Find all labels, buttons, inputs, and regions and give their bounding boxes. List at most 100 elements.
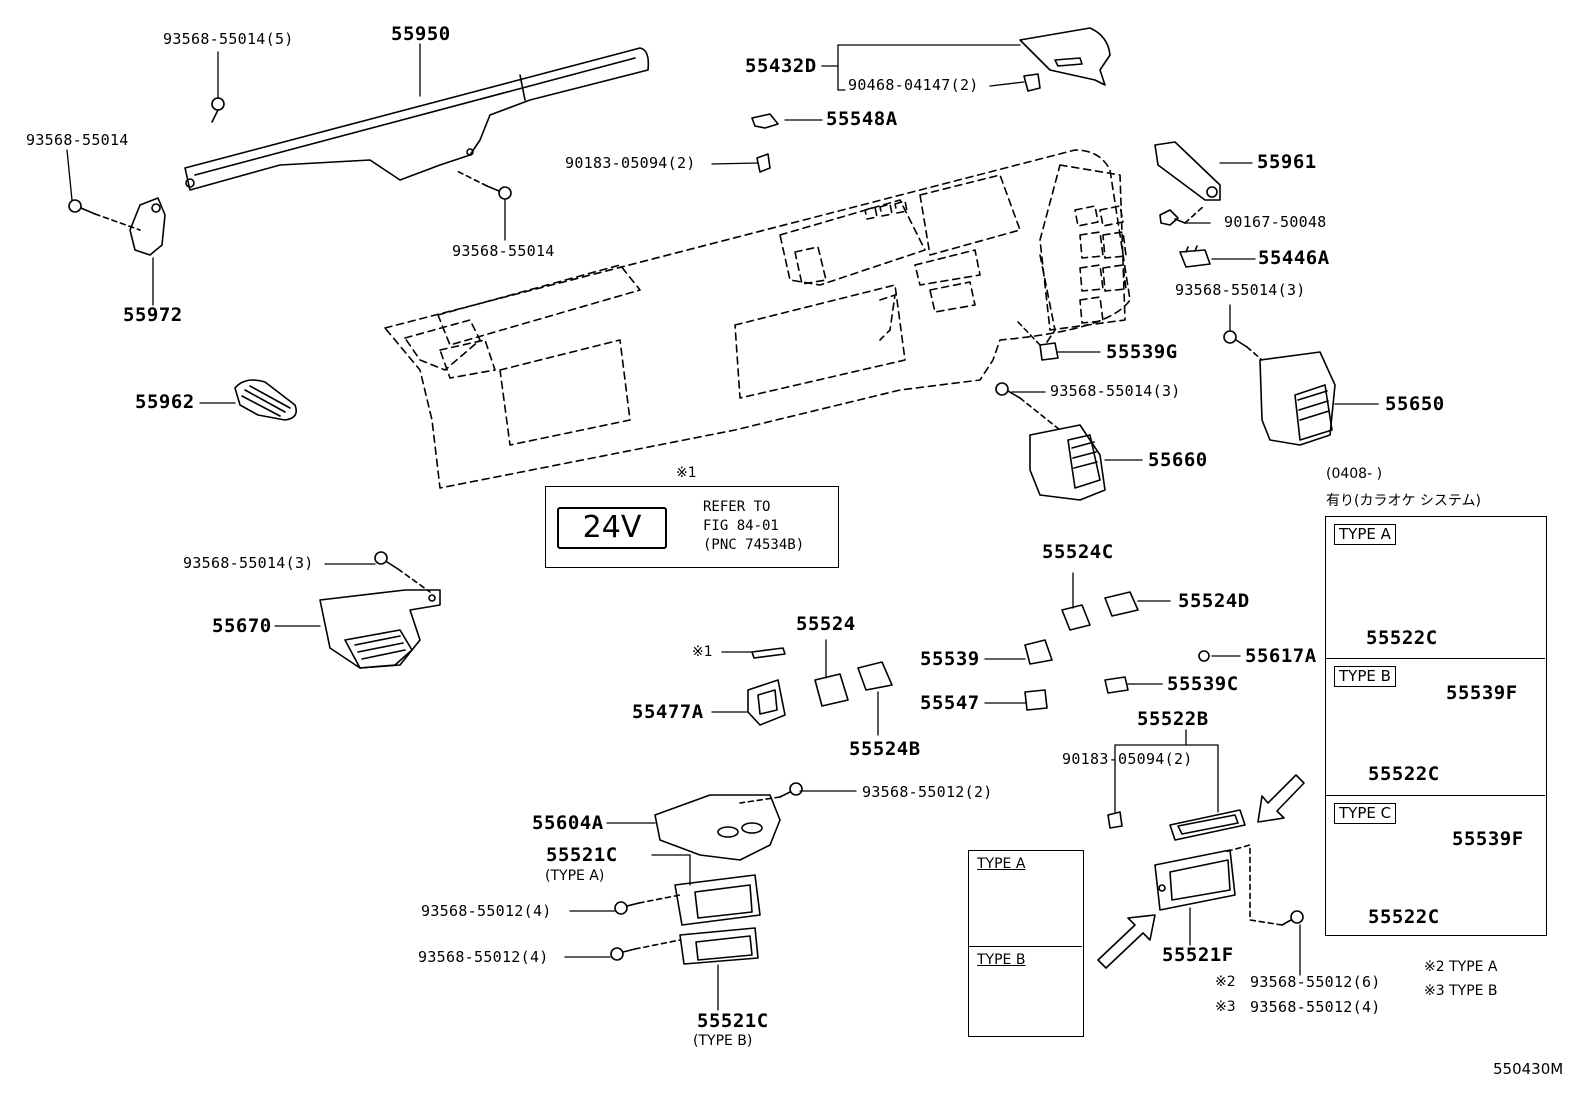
callout-55446A: 55446A xyxy=(1258,247,1330,269)
label-marker-part xyxy=(751,647,786,659)
legend-note-3: ※3 TYPE B xyxy=(1424,983,1498,999)
callout-55950: 55950 xyxy=(391,23,451,45)
option-type-a-label: TYPE A xyxy=(1334,524,1396,545)
callout-55604A: 55604A xyxy=(532,812,604,834)
inset-type-b-label: TYPE B xyxy=(977,952,1026,968)
tray-55604A-part xyxy=(654,794,781,861)
callout-93568-55014-5: 93568-55014(5) xyxy=(163,30,294,48)
callout-55670: 55670 xyxy=(212,615,272,637)
note-mark-2: ※2 xyxy=(1215,974,1236,990)
screw-90167-part xyxy=(1159,209,1186,226)
callout-55539C: 55539C xyxy=(1167,673,1239,695)
note-mark-3: ※3 xyxy=(1215,999,1236,1015)
switch-55539G-part xyxy=(1039,342,1059,361)
callout-93568-55014-mid: 93568-55014 xyxy=(452,242,555,260)
legend-note-2: ※2 TYPE A xyxy=(1424,959,1498,975)
callout-55539F-typeB: 55539F xyxy=(1446,682,1518,704)
callout-55522B: 55522B xyxy=(1137,708,1209,730)
switch-55524D-part xyxy=(1104,591,1139,617)
callout-55524B: 55524B xyxy=(849,738,921,760)
inset-panel xyxy=(968,850,1084,1037)
callout-55524: 55524 xyxy=(796,613,856,635)
callout-55660: 55660 xyxy=(1148,449,1208,471)
switch-55524C-part xyxy=(1061,604,1091,631)
bezel-55522B-part xyxy=(1169,809,1246,841)
switch-55446A-part xyxy=(1179,245,1211,268)
dashed-connectors xyxy=(94,169,1283,950)
grille-55962-part xyxy=(234,379,298,421)
vent-55650-part xyxy=(1259,351,1336,446)
callout-55522C-typeA: 55522C xyxy=(1366,627,1438,649)
callout-93568-55012-4c: 93568-55012(4) xyxy=(1250,998,1381,1016)
callout-marker-1-small: ※1 xyxy=(692,644,713,660)
callout-55521C-typeB: 55521C xyxy=(697,1010,769,1032)
bracket-55972-part xyxy=(129,197,166,256)
callout-93568-55014-left: 93568-55014 xyxy=(26,131,129,149)
callout-55522C-typeB: 55522C xyxy=(1368,763,1440,785)
clip-90183-bottom-part xyxy=(1107,811,1123,829)
reference-marker: ※1 xyxy=(676,465,697,481)
callout-55650: 55650 xyxy=(1385,393,1445,415)
callout-55521C-typeA-note: (TYPE A) xyxy=(545,868,605,884)
callout-93568-55012-4b: 93568-55012(4) xyxy=(418,948,549,966)
callout-90183-05094-bottom: 90183-05094(2) xyxy=(1062,750,1193,768)
option-type-c-label: TYPE C xyxy=(1334,803,1397,824)
option-panel-divider-1 xyxy=(1325,658,1545,659)
callout-93568-55014-3-right: 93568-55014(3) xyxy=(1175,281,1306,299)
vent-55670-part xyxy=(319,589,441,669)
vent-55660-part xyxy=(1029,424,1106,501)
callout-55962: 55962 xyxy=(135,391,195,413)
callout-55524D: 55524D xyxy=(1178,590,1250,612)
callout-55522C-typeC: 55522C xyxy=(1368,906,1440,928)
callout-55521C-typeB-note: (TYPE B) xyxy=(693,1033,753,1049)
instrument-panel-outline xyxy=(384,149,1131,489)
callout-93568-55012-4a: 93568-55012(4) xyxy=(421,902,552,920)
callout-55521C-typeA: 55521C xyxy=(546,844,618,866)
inset-type-a-label: TYPE A xyxy=(977,856,1026,872)
box-55521C-typeA-part xyxy=(674,874,761,926)
callout-93568-55014-3-left: 93568-55014(3) xyxy=(183,554,314,572)
callout-90468-04147: 90468-04147(2) xyxy=(848,76,979,94)
callout-93568-55012-2: 93568-55012(2) xyxy=(862,783,993,801)
switch-55539C-part xyxy=(1104,676,1129,694)
trim-55432D-part xyxy=(1019,27,1111,92)
voltage-label: 24V xyxy=(557,507,667,549)
switch-55547-part xyxy=(1024,689,1048,711)
callout-55521F: 55521F xyxy=(1162,944,1234,966)
callout-55539G: 55539G xyxy=(1106,341,1178,363)
callout-90167-50048: 90167-50048 xyxy=(1224,213,1327,231)
option-date-range: (0408- ) xyxy=(1326,466,1383,482)
screws xyxy=(68,97,1304,961)
pad-55961-part xyxy=(1154,141,1221,201)
callout-55539: 55539 xyxy=(920,648,980,670)
callout-55524C: 55524C xyxy=(1042,541,1114,563)
callout-55972: 55972 xyxy=(123,304,183,326)
arrows xyxy=(1097,774,1305,969)
switch-55539-part xyxy=(1024,639,1053,665)
callout-93568-55012-6: 93568-55012(6) xyxy=(1250,973,1381,991)
option-panel-divider-2 xyxy=(1325,795,1545,796)
switch-55524-part xyxy=(814,673,849,707)
inset-panel-divider xyxy=(968,946,1082,947)
callout-55539F-typeC: 55539F xyxy=(1452,828,1524,850)
callout-93568-55014-3-mid: 93568-55014(3) xyxy=(1050,382,1181,400)
option-panel xyxy=(1325,516,1547,936)
option-type-b-label: TYPE B xyxy=(1334,666,1396,687)
option-caption: 有り(カラオケ システム) xyxy=(1326,493,1481,509)
reference-text: REFER TO FIG 84-01 (PNC 74534B) xyxy=(703,499,805,553)
diagram-id: 550430M xyxy=(1493,1060,1564,1078)
upper-pad-part xyxy=(184,47,650,191)
box-55521C-typeB-part xyxy=(679,927,759,965)
reference-box xyxy=(545,486,839,568)
callout-55547: 55547 xyxy=(920,692,980,714)
clip-55548A-part xyxy=(751,113,779,129)
callout-55432D: 55432D xyxy=(745,55,817,77)
callout-55477A: 55477A xyxy=(632,701,704,723)
callout-55548A: 55548A xyxy=(826,108,898,130)
callout-90183-05094-top: 90183-05094(2) xyxy=(565,154,696,172)
bezel-55477A-part xyxy=(747,679,786,726)
clip-90183-top-part xyxy=(756,153,771,173)
box-55521F-part xyxy=(1154,849,1236,911)
switch-55524B-part xyxy=(857,661,893,691)
callout-55961: 55961 xyxy=(1257,151,1317,173)
